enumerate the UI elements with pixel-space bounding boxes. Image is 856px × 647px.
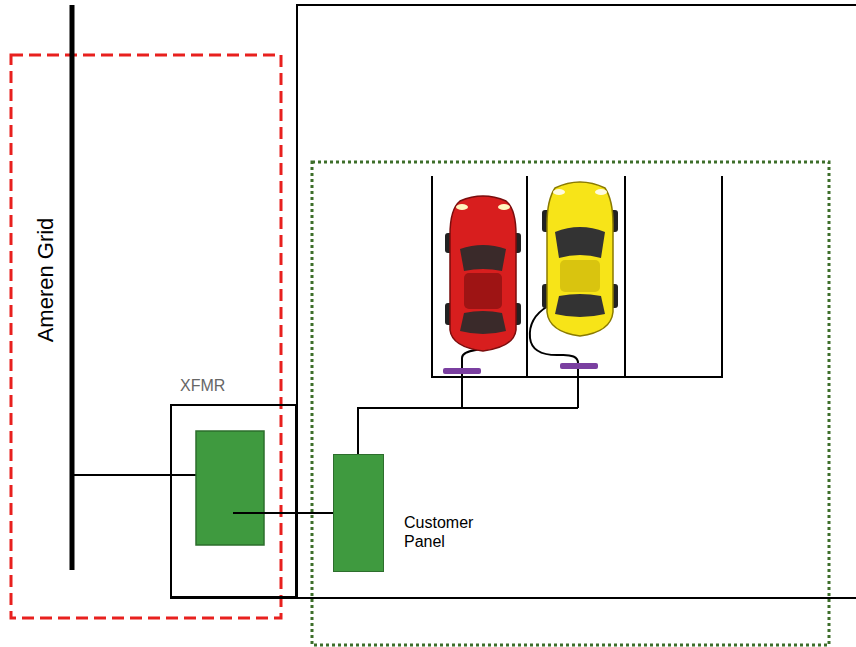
grid-label: Ameren Grid bbox=[33, 218, 59, 343]
utility-region bbox=[11, 55, 281, 618]
charger bbox=[443, 368, 481, 374]
transformer-wire bbox=[233, 512, 297, 514]
building-outline bbox=[170, 5, 856, 598]
charger-wiring bbox=[358, 369, 578, 454]
charger bbox=[560, 363, 598, 369]
transformer-core bbox=[196, 431, 264, 545]
grid-bus bbox=[70, 5, 75, 570]
parking-stalls bbox=[432, 176, 722, 377]
customer-panel: Customer Panel bbox=[333, 454, 384, 572]
customer-region bbox=[312, 162, 829, 645]
yellow-car bbox=[542, 182, 618, 336]
node-label: Customer Panel bbox=[404, 513, 494, 551]
feeder-wire bbox=[297, 512, 333, 514]
node-label: XFMR bbox=[180, 376, 225, 395]
transformer-box: XFMR bbox=[170, 404, 297, 598]
red-car bbox=[445, 196, 521, 351]
